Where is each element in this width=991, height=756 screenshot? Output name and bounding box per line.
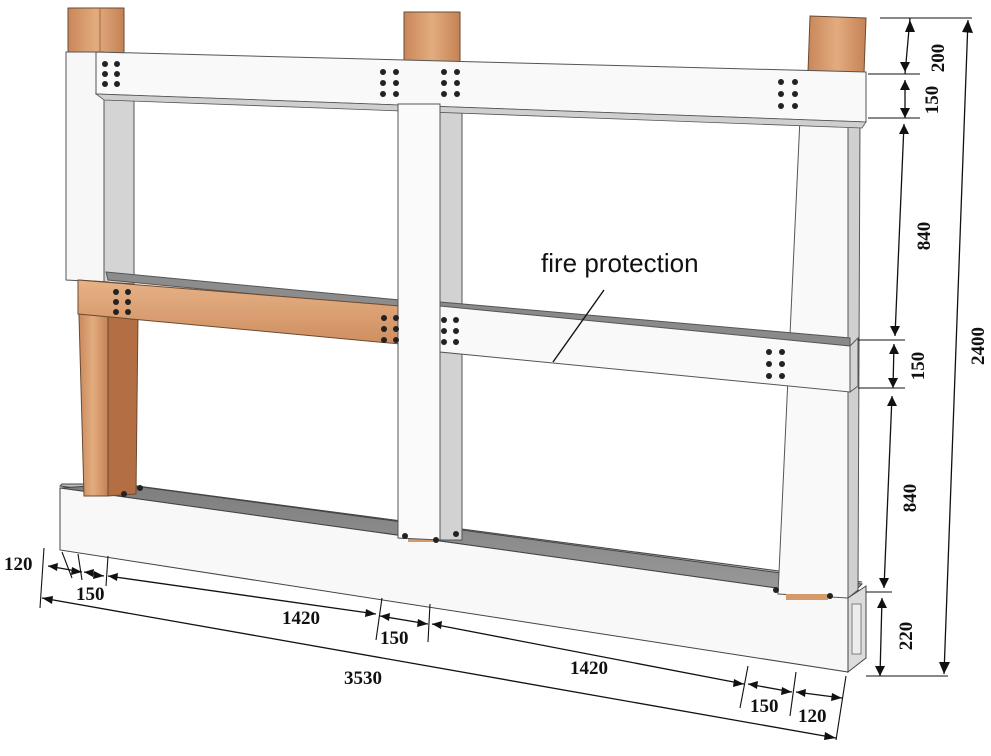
dim-right-200: 200 bbox=[928, 44, 949, 73]
top-beam bbox=[94, 51, 867, 129]
left-column bbox=[65, 51, 139, 497]
bolt-groups bbox=[102, 61, 833, 599]
bolt-group-mid-right bbox=[766, 349, 785, 379]
dim-right-150-top: 150 bbox=[922, 86, 943, 115]
bolt-group-mid-centre-left bbox=[381, 315, 399, 343]
post-top-right bbox=[807, 15, 867, 75]
dim-bottom-120-right: 120 bbox=[798, 706, 827, 727]
dim-bottom-1420-left: 1420 bbox=[282, 608, 320, 629]
bolt-group-top-middle-right bbox=[441, 69, 460, 97]
right-dimensions: 200 150 840 150 840 220 2400 bbox=[858, 17, 989, 677]
base-beam bbox=[58, 483, 867, 674]
bolt-group-top-right bbox=[778, 79, 798, 109]
post-top-middle bbox=[403, 11, 461, 63]
middle-beam-right bbox=[439, 301, 859, 393]
post-top-left bbox=[67, 7, 125, 57]
bolt-group-top-left bbox=[102, 61, 120, 87]
dim-right-2400: 2400 bbox=[968, 327, 989, 365]
bolt-group-top-middle-left bbox=[380, 69, 399, 97]
dim-left-120: 120 bbox=[4, 554, 33, 575]
dim-right-840-top: 840 bbox=[914, 222, 935, 251]
bolt-group-base bbox=[121, 485, 833, 599]
dim-right-840-bottom: 840 bbox=[900, 484, 921, 513]
dim-bottom-150-right: 150 bbox=[750, 696, 779, 717]
fire-protection-label: fire protection bbox=[541, 248, 699, 278]
dim-bottom-1420-right: 1420 bbox=[570, 658, 608, 679]
dim-bottom-3530: 3530 bbox=[344, 668, 382, 689]
bolt-group-mid-left bbox=[113, 289, 131, 315]
dim-right-220: 220 bbox=[896, 622, 917, 651]
fire-protection-annotation: fire protection bbox=[541, 248, 699, 363]
bottom-dimensions: 120 150 1420 150 3530 1420 150 120 bbox=[4, 547, 847, 741]
dim-right-150-mid: 150 bbox=[908, 352, 929, 381]
dim-bottom-150-mid: 150 bbox=[380, 628, 409, 649]
bolt-group-mid-centre-right bbox=[441, 317, 459, 345]
middle-column-front bbox=[397, 103, 441, 541]
dim-left-150: 150 bbox=[76, 584, 105, 605]
